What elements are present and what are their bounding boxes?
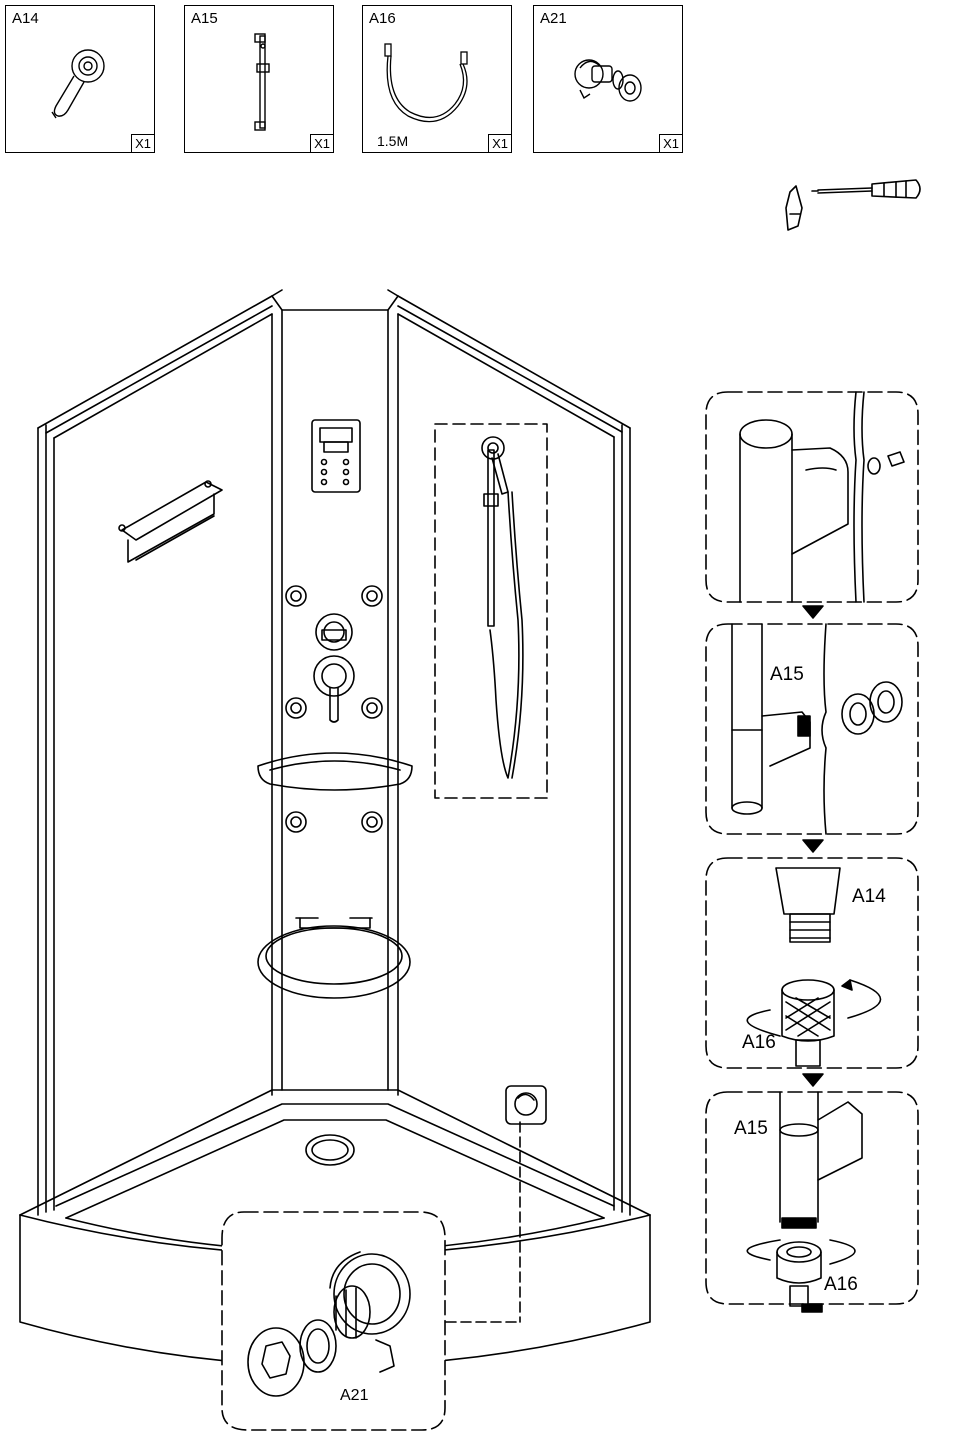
part-quantity: X1: [310, 134, 333, 152]
part-quantity: X1: [659, 134, 682, 152]
step-4-top-label: A15: [734, 1118, 768, 1139]
part-code: A14: [12, 10, 39, 27]
slide-rail-icon: [254, 33, 270, 131]
part-code: A15: [191, 10, 218, 27]
folding-seat: [257, 917, 411, 999]
step-4-hose-to-rail: [705, 1091, 919, 1313]
step-3-hose-label: A16: [742, 1032, 776, 1053]
hose-length: 1.5M: [377, 133, 409, 149]
wall-outlet: [445, 1085, 547, 1323]
towel-rack: [118, 480, 223, 563]
body-jets: [285, 585, 383, 833]
arrow-down-icon: [802, 605, 824, 619]
shower-enclosure: [19, 289, 651, 1367]
step-2-label: A15: [770, 664, 804, 685]
part-card-a15: A15 X1: [184, 5, 334, 153]
arrow-down-icon: [802, 839, 824, 853]
part-code: A21: [540, 10, 567, 27]
step-2-outlet-connection: [705, 623, 919, 835]
mixer-valves: [313, 613, 355, 723]
screwdriver-icon: [785, 179, 921, 231]
corner-shelf: [257, 752, 413, 791]
hand-shower-icon: [51, 49, 105, 119]
step-4-bottom-label: A16: [824, 1274, 858, 1295]
part-code: A16: [369, 10, 396, 27]
arrow-down-icon: [802, 1073, 824, 1087]
part-card-a16: A16 1.5M X1: [362, 5, 512, 153]
hand-shower-inset: [434, 423, 548, 799]
wall-outlet-icon: [574, 59, 642, 102]
part-quantity: X1: [488, 134, 511, 152]
floor-detail-label: A21: [340, 1387, 369, 1404]
part-card-a21: A21 X1: [533, 5, 683, 153]
step-3-label: A14: [852, 886, 886, 907]
part-card-a14: A14 X1: [5, 5, 155, 153]
shower-hose-icon: [384, 43, 468, 123]
outlet-detail-inset: [221, 1211, 446, 1431]
step-1-bracket-mounting: [705, 391, 919, 603]
control-panel: [311, 419, 361, 493]
part-quantity: X1: [131, 134, 154, 152]
step-3-hose-to-shower: [705, 857, 919, 1069]
